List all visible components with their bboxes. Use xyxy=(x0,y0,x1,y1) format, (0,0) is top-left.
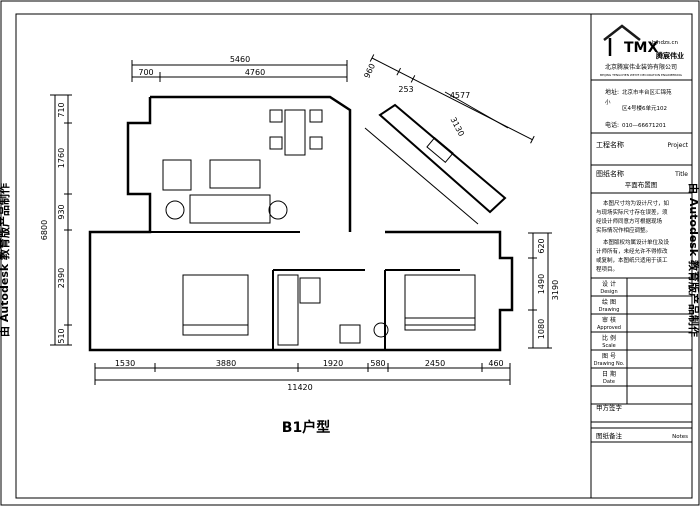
dim-top-a: 700 xyxy=(138,68,153,77)
dim-left-4: 2390 xyxy=(57,268,66,288)
dim-diag-c: 4577 xyxy=(450,91,470,100)
dim-left-3: 930 xyxy=(57,204,66,219)
note-line-2: 经设计师同意方可根据现场 xyxy=(596,217,663,225)
dim-bottom-5: 2450 xyxy=(425,359,445,368)
dim-bottom-6: 460 xyxy=(488,359,503,368)
phone-number: 010—66671201 xyxy=(622,123,666,129)
dim-left-1: 710 xyxy=(57,102,66,117)
drawing-name-cn: 图纸名称 xyxy=(596,169,624,178)
dimension-labels: 5460 700 4760 960 253 4577 3130 6800 710… xyxy=(40,55,560,392)
client-sign-label: 甲方签字 xyxy=(596,403,623,412)
dim-left-total: 6800 xyxy=(40,220,49,240)
row-design-en: Design xyxy=(600,289,617,295)
note-line-6: 或复制，本图纸只适用于该工 xyxy=(596,256,668,264)
dim-top-total: 5460 xyxy=(230,55,250,64)
row-design-cn: 设 计 xyxy=(602,280,616,288)
row-date-cn: 日 期 xyxy=(602,370,616,378)
row-scale-cn: 比 例 xyxy=(602,334,616,342)
row-drawing-cn: 绘 图 xyxy=(602,298,616,306)
dim-bottom-total: 11420 xyxy=(287,383,312,392)
title-block xyxy=(590,13,693,499)
logo-house-icon xyxy=(603,24,641,41)
signoff-rows: 设 计 Design 绘 图 Drawing 审 核 Approved 比 例 … xyxy=(594,280,625,385)
drawing-name-value: 平面布置图 xyxy=(625,180,658,189)
dim-diag-b: 253 xyxy=(398,85,413,94)
dim-right-total: 3190 xyxy=(551,280,560,300)
company-en: BEIJING TENGCHEN WEIYE DECORATION ENGINE… xyxy=(600,73,683,77)
row-drawing-en: Drawing xyxy=(599,307,620,313)
dim-bottom-3: 1920 xyxy=(323,359,343,368)
row-date-en: Date xyxy=(603,379,615,385)
note-line-4: 本图版权均属设计单位及设 xyxy=(603,238,670,246)
note-line-0: 本图尺寸均为设计尺寸，如 xyxy=(603,199,670,207)
address-line-1: 北京市丰台区汇锦苑 xyxy=(622,88,672,96)
floor-plan xyxy=(50,54,552,385)
dim-diag-d: 3130 xyxy=(448,116,466,138)
note-line-1: 与现场实际尺寸存在误差，须 xyxy=(596,208,668,216)
dim-right-3: 1080 xyxy=(537,319,546,339)
address-line-2: 小 xyxy=(605,98,611,106)
brand-name: 腾宸伟业 xyxy=(655,51,684,60)
dim-left-2: 1760 xyxy=(57,148,66,168)
notes-block: 本图尺寸均为设计尺寸，如 与现场实际尺寸存在误差，须 经设计师同意方可根据现场 … xyxy=(596,199,670,273)
project-label-cn: 工程名称 xyxy=(596,140,624,149)
remark-label-en: Notes xyxy=(672,434,688,440)
address-label: 地址: xyxy=(605,88,619,96)
row-drawing-no-cn: 图 号 xyxy=(602,353,616,360)
note-line-7: 程项目。 xyxy=(596,265,618,273)
row-approved-cn: 审 核 xyxy=(602,316,616,324)
dim-top-b: 4760 xyxy=(245,68,265,77)
plan-title: B1户型 xyxy=(282,419,330,436)
watermark-right: 由 Autodesk 教育版产品制作 xyxy=(687,183,700,337)
drawing-name-en: Title xyxy=(674,171,688,178)
logo-text: TMX xyxy=(624,40,658,56)
row-drawing-no-en: Drawing No. xyxy=(594,361,625,367)
phone-label: 电话: xyxy=(605,121,619,129)
project-label-en: Project xyxy=(667,142,688,149)
logo-url: bjhdzs.cn xyxy=(652,40,679,46)
note-line-5: 计师所有，未经允许不得修改 xyxy=(596,247,668,255)
title-block-text: TMX bjhdzs.cn 腾宸伟业 北京腾宸伟业装饰有限公司 BEIJING … xyxy=(594,40,689,440)
row-approved-en: Approved xyxy=(597,325,621,331)
dim-bottom-4: 580 xyxy=(370,359,385,368)
dim-diag-a: 960 xyxy=(362,62,377,80)
address-line-3: 区4号楼6单元102 xyxy=(622,104,667,112)
dim-bottom-2: 3880 xyxy=(216,359,236,368)
dim-right-2: 1490 xyxy=(537,274,546,294)
dim-bottom-1: 1530 xyxy=(115,359,135,368)
company-name: 北京腾宸伟业装饰有限公司 xyxy=(605,63,677,71)
dim-left-5: 510 xyxy=(57,328,66,343)
dim-right-1: 620 xyxy=(537,238,546,253)
note-line-3: 实际情况作相应调整。 xyxy=(596,226,651,234)
watermark-left: 由 Autodesk 教育版产品制作 xyxy=(0,183,11,337)
row-scale-en: Scale xyxy=(602,343,615,349)
remark-label-cn: 图纸备注 xyxy=(596,431,623,440)
